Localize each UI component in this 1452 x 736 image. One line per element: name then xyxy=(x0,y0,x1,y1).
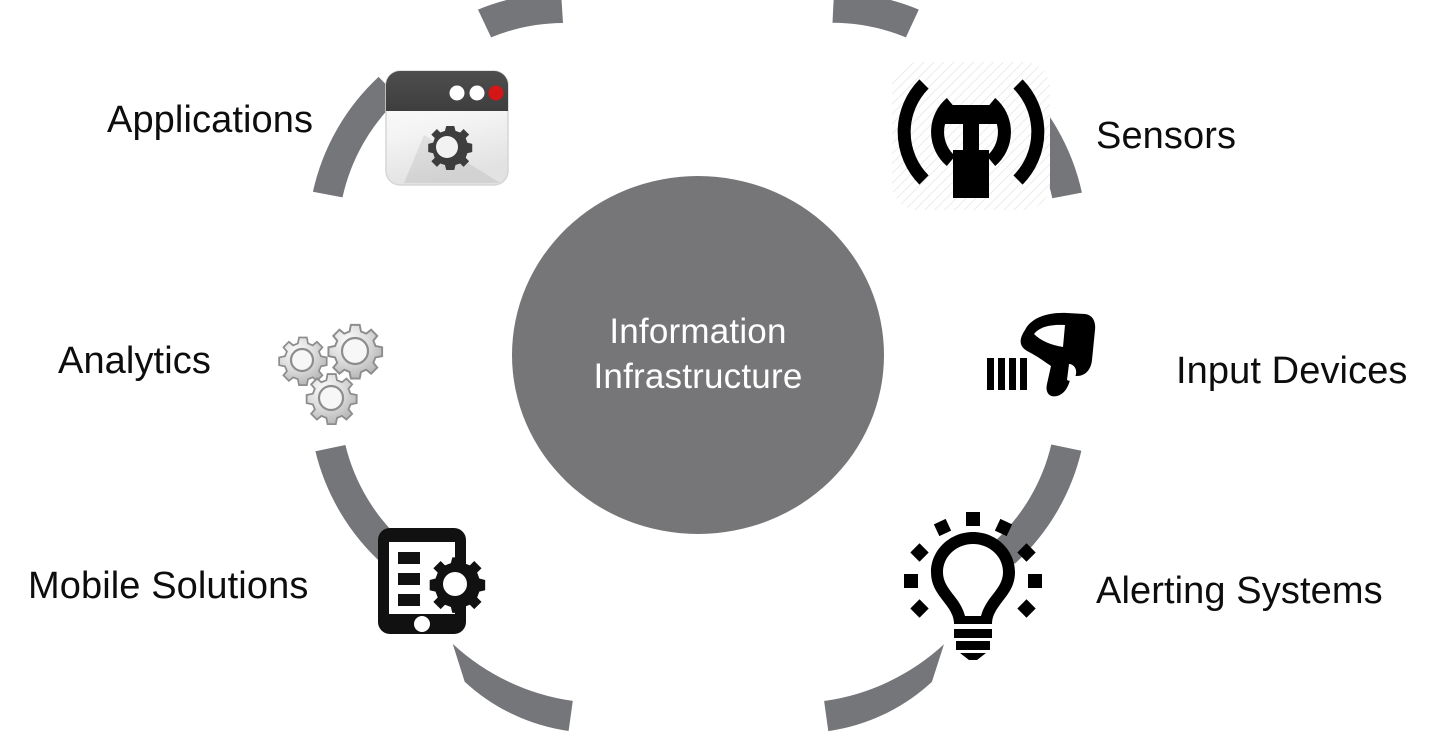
hub-circle: Information Infrastructure xyxy=(512,176,884,534)
ring-segment-top-right xyxy=(832,0,919,38)
list-bar-3 xyxy=(398,594,420,606)
ray-left xyxy=(904,574,918,588)
ring-segment-bottom-left xyxy=(452,643,573,731)
barcode-scanner-icon xyxy=(985,308,1097,400)
ray-left-lower xyxy=(910,599,929,618)
barcode-bar-1 xyxy=(987,358,994,390)
antenna-mast xyxy=(963,118,979,156)
ray-right-lower xyxy=(1017,599,1036,618)
window-close-dot xyxy=(488,85,504,101)
barcode-bar-4 xyxy=(1020,358,1027,390)
barcode-bar-3 xyxy=(1009,358,1016,390)
node-label-applications: Applications xyxy=(107,99,314,141)
wave-left-outer xyxy=(897,79,929,185)
window-dot-2 xyxy=(469,85,485,101)
wave-right-outer xyxy=(1013,79,1045,185)
ray-top-left xyxy=(933,518,952,537)
node-label-analytics: Analytics xyxy=(58,340,211,382)
ring-segment-lower-right xyxy=(993,444,1082,564)
window-dot-1 xyxy=(449,85,465,101)
antenna-base xyxy=(953,150,989,198)
node-label-alerting-systems: Alerting Systems xyxy=(1096,570,1383,612)
barcode-bar-2 xyxy=(998,358,1005,390)
ray-top xyxy=(966,512,980,526)
ray-top-right xyxy=(994,518,1013,537)
ring-segment-top-left xyxy=(478,0,563,38)
lightbulb-icon xyxy=(903,512,1043,660)
smartphone-gear-icon xyxy=(372,516,502,646)
browser-window-gear-icon xyxy=(382,63,512,193)
ray-right-upper xyxy=(1017,543,1036,562)
node-label-mobile-solutions: Mobile Solutions xyxy=(28,565,309,607)
list-bar-2 xyxy=(398,573,420,585)
node-label-input-devices: Input Devices xyxy=(1176,350,1408,392)
ring-segment-bottom-right xyxy=(824,644,944,732)
ray-right xyxy=(1028,574,1042,588)
node-label-sensors: Sensors xyxy=(1096,115,1237,157)
list-bar-1 xyxy=(398,552,420,564)
three-gears-icon xyxy=(265,298,397,428)
ray-left-upper xyxy=(910,543,929,562)
antenna-signal-icon xyxy=(888,58,1054,214)
antenna-crossbar xyxy=(940,105,1002,124)
ring-segment-upper-left xyxy=(312,76,400,198)
hub-label: Information Infrastructure xyxy=(593,312,803,396)
